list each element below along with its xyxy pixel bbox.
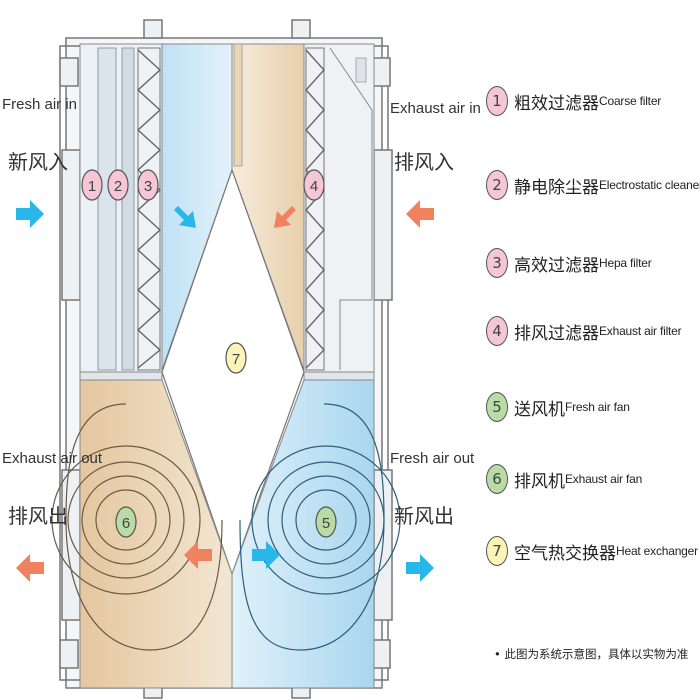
svg-text:2: 2 — [114, 178, 122, 195]
legend-label-en: Exhaust air fan — [565, 472, 643, 486]
marker-1: 1 — [81, 169, 103, 201]
legend-label-en: Heat exchanger — [616, 544, 698, 558]
legend-label-cn: 高效过滤器 — [514, 255, 599, 276]
fresh-air-in-label-cn: 新风入 — [8, 150, 68, 174]
legend-label-en: Fresh air fan — [565, 400, 630, 414]
fresh-diagonal-arrow-icon — [174, 206, 196, 228]
fresh-in-arrow-icon — [16, 200, 44, 228]
legend-number: 5 — [486, 392, 508, 422]
legend-label-en: Hepa filter — [599, 256, 652, 270]
marker-7: 7 — [225, 342, 247, 374]
svg-text:4: 4 — [310, 178, 318, 195]
exhaust-air-in-label: Exhaust air in — [390, 100, 481, 117]
marker-4: 4 — [303, 169, 325, 201]
fresh-air-out-label-cn: 新风出 — [394, 504, 454, 528]
exhaust-out-arrow-icon — [16, 554, 44, 582]
fresh-air-out-label: Fresh air out — [390, 450, 475, 467]
legend-number: 4 — [486, 316, 508, 346]
legend-label-cn: 排风过滤器 — [514, 323, 599, 344]
exhaust-in-arrow-icon — [406, 200, 434, 228]
fresh-air-in-label: Fresh air in — [2, 96, 78, 113]
legend-label-en: Electrostatic cleaner — [599, 178, 700, 192]
exhaust-air-out-label: Exhaust air out — [2, 450, 103, 467]
exhaust-fan-inlet-arrow-icon — [184, 541, 212, 569]
svg-text:1: 1 — [88, 178, 96, 195]
fresh-fan-volute — [239, 403, 401, 651]
legend-label-cn: 空气热交换器 — [514, 543, 616, 564]
fresh-fan-inlet-arrow-icon — [252, 541, 280, 569]
svg-text:7: 7 — [232, 351, 240, 368]
legend-number: 2 — [486, 170, 508, 200]
legend-number: 6 — [486, 464, 508, 494]
legend-label-en: Exhaust air filter — [599, 324, 682, 338]
legend-label-en: Coarse filter — [599, 94, 662, 108]
marker-6: 6 — [115, 506, 137, 538]
legend-label-cn: 排风机 — [514, 471, 565, 492]
marker-5: 5 — [315, 506, 337, 538]
legend-number: 7 — [486, 536, 508, 566]
exhaust-diagonal-arrow-icon — [274, 206, 296, 228]
marker-2: 2 — [107, 169, 129, 201]
svg-text:5: 5 — [322, 515, 330, 532]
legend-label-cn: 粗效过滤器 — [514, 93, 599, 114]
legend-label-cn: 送风机 — [514, 399, 565, 420]
legend-label-cn: 静电除尘器 — [514, 177, 599, 198]
marker-3: 3 — [137, 169, 159, 201]
legend-number: 3 — [486, 248, 508, 278]
exhaust-filter-panel — [305, 47, 325, 371]
fresh-fan-zone — [231, 379, 375, 689]
exhaust-air-in-label-cn: 排风入 — [394, 150, 454, 174]
hepa-filter-panel — [137, 47, 161, 371]
exhaust-fan-volute — [51, 403, 223, 651]
legend-number: 1 — [486, 86, 508, 116]
svg-text:6: 6 — [122, 515, 130, 532]
exhaust-air-out-label-cn: 排风出 — [8, 504, 68, 528]
disclaimer-note: • 此图为系统示意图，具体以实物为准 — [494, 647, 689, 661]
svg-text:3: 3 — [144, 178, 152, 195]
fresh-out-arrow-icon — [406, 554, 434, 582]
